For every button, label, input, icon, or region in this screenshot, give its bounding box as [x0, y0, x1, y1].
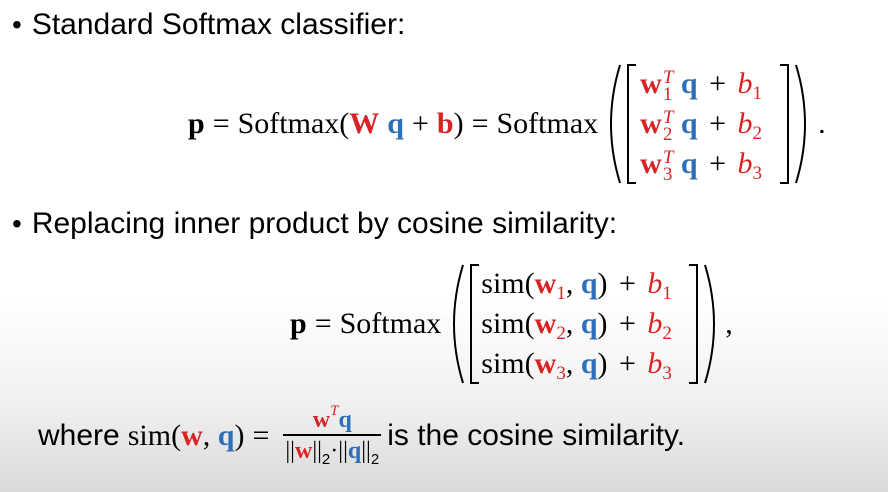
bullet-dot: •: [12, 9, 22, 40]
cosine-definition: where sim(w, q) = wTq ||w||2·||q||2 is t…: [38, 396, 685, 476]
fraction-denominator: ||w||2·||q||2: [285, 438, 380, 468]
softmax-word-2: Softmax: [496, 107, 599, 140]
fraction-bar: [283, 434, 382, 436]
equals-sign: =: [252, 419, 270, 452]
where-word: where: [38, 419, 120, 452]
plus-sign: +: [411, 107, 429, 140]
period: .: [818, 107, 826, 140]
comma: ,: [725, 307, 733, 340]
equals-sign-2: =: [471, 107, 489, 140]
sim-function: sim(w, q): [127, 419, 245, 452]
matrix-row-1: sim(w1, q) + b1: [481, 267, 672, 304]
bullet-text: Standard Softmax classifier:: [31, 8, 406, 41]
bias-vector: b: [436, 107, 454, 140]
equals-sign: =: [314, 307, 332, 340]
prob-symbol: p: [188, 107, 205, 140]
prob-symbol: p: [290, 307, 307, 340]
matrix-row-3: sim(w3, q) + b3: [481, 347, 672, 384]
cosine-fraction: wTq ||w||2·||q||2: [283, 397, 382, 475]
definition-tail: is the cosine similarity.: [387, 419, 686, 452]
query-vector: q: [387, 107, 404, 140]
matrix-brackets: [453, 264, 716, 384]
softmax-word: Softmax: [339, 307, 442, 340]
equation-cosine-softmax: p = Softmax sim(w1, q) + b1 sim(w2, q) +…: [290, 262, 733, 386]
paren-close: ): [453, 107, 464, 140]
matrix-row-2: sim(w2, q) + b2: [481, 307, 672, 344]
matrix-brackets: [610, 64, 807, 184]
bullet-cosine-similarity: • Replacing inner product by cosine simi…: [12, 207, 617, 241]
sim-matrix: sim(w1, q) + b1 sim(w2, q) + b2 sim(w3, …: [443, 262, 723, 386]
equals-sign: =: [212, 107, 230, 140]
weight-matrix: W: [349, 107, 380, 140]
bullet-dot: •: [12, 208, 22, 239]
bullet-standard-softmax: • Standard Softmax classifier:: [12, 8, 405, 42]
bullet-text: Replacing inner product by cosine simila…: [31, 207, 618, 240]
softmax-word: Softmax: [237, 107, 340, 140]
fraction-numerator: wTq: [312, 403, 352, 433]
paren-open: (: [339, 107, 350, 140]
